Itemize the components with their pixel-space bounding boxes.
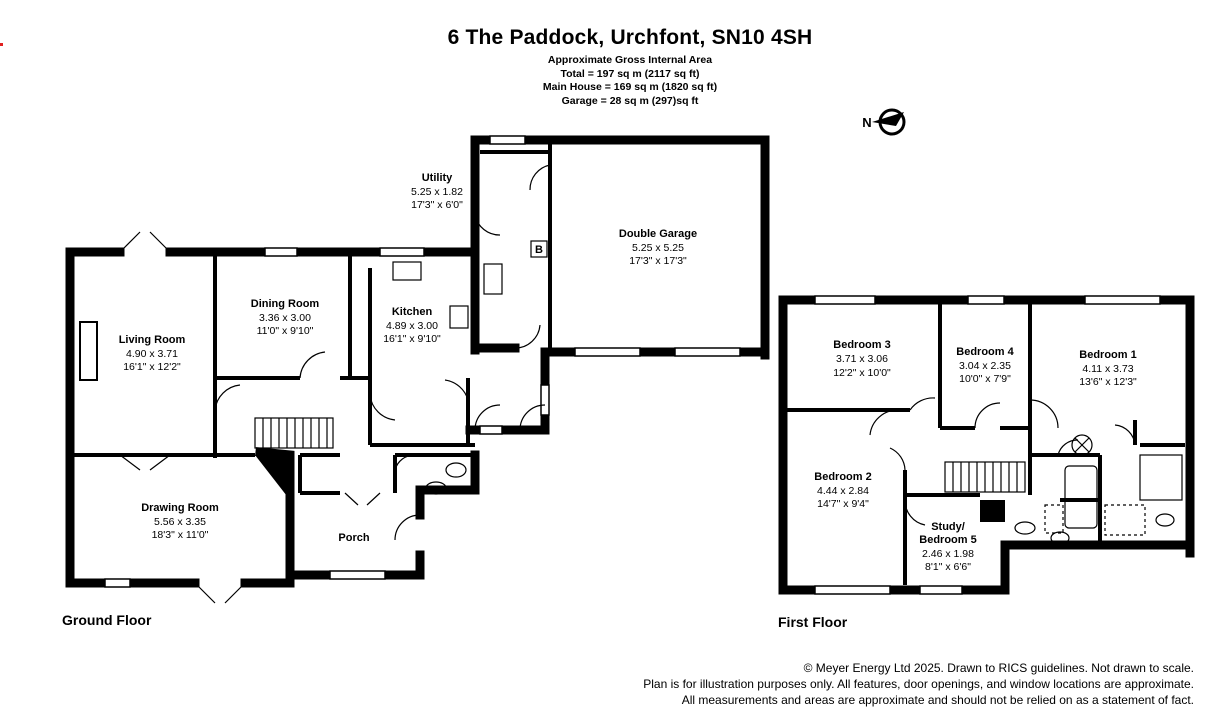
first-stairs	[944, 461, 1026, 493]
first-fill-block	[980, 500, 1005, 522]
room-imperial: 17'3" x 17'3"	[629, 255, 687, 267]
room-bedroom2: Bedroom 2 4.44 x 2.84 14'7" x 9'4"	[814, 471, 871, 510]
room-name: Double Garage	[619, 228, 697, 240]
boiler-label: B	[535, 244, 543, 256]
room-bedroom1: Bedroom 1 4.11 x 3.73 13'6" x 12'3"	[1079, 349, 1137, 388]
room-metric: 3.36 x 3.00	[259, 312, 311, 324]
footer-disclaimer: © Meyer Energy Ltd 2025. Drawn to RICS g…	[643, 660, 1194, 708]
room-name: Dining Room	[251, 298, 320, 310]
room-dining-room: Dining Room 3.36 x 3.00 11'0" x 9'10"	[251, 298, 320, 337]
room-name: Bedroom 4	[956, 346, 1014, 358]
ground-fixtures	[392, 240, 548, 495]
room-imperial: 13'6" x 12'3"	[1079, 376, 1137, 388]
room-name-2: Bedroom 5	[919, 534, 976, 546]
room-utility: Utility 5.25 x 1.82 17'3" x 6'0"	[411, 172, 463, 211]
area-total: Total = 197 sq m (2117 sq ft)	[560, 67, 700, 80]
room-bedroom3: Bedroom 3 3.71 x 3.06 12'2" x 10'0"	[833, 339, 891, 379]
room-name: Porch	[338, 532, 369, 544]
room-metric: 2.46 x 1.98	[922, 548, 974, 560]
area-summary: Approximate Gross Internal Area Total = …	[0, 54, 1210, 108]
room-name: Drawing Room	[141, 502, 219, 514]
north-arrow-icon: N	[862, 108, 906, 136]
room-metric: 3.04 x 2.35	[959, 360, 1011, 372]
room-imperial: 14'7" x 9'4"	[817, 498, 869, 510]
first-fixtures	[1014, 434, 1183, 545]
page-title: 6 The Paddock, Urchfont, SN10 4SH	[447, 26, 813, 49]
area-heading: Approximate Gross Internal Area	[547, 54, 713, 66]
ground-windows	[79, 135, 741, 588]
north-label: N	[862, 115, 871, 130]
first-floor-label: First Floor	[778, 614, 848, 630]
room-metric: 4.90 x 3.71	[126, 348, 178, 360]
room-metric: 4.89 x 3.00	[386, 320, 438, 332]
ground-floor-label: Ground Floor	[62, 612, 152, 628]
room-kitchen: Kitchen 4.89 x 3.00 16'1" x 9'10"	[383, 306, 441, 345]
room-imperial: 11'0" x 9'10"	[257, 325, 314, 337]
area-garage: Garage = 28 sq m (297)sq ft	[561, 94, 699, 107]
room-metric: 5.25 x 5.25	[632, 242, 684, 254]
room-imperial: 12'2" x 10'0"	[833, 367, 891, 379]
room-porch: Porch	[338, 532, 369, 544]
ground-floor-interior-walls	[70, 140, 552, 495]
room-imperial: 16'1" x 9'10"	[383, 333, 441, 345]
room-name: Bedroom 1	[1079, 349, 1136, 361]
room-name: Living Room	[119, 334, 186, 346]
room-name: Bedroom 3	[833, 339, 890, 351]
footer-line-1: © Meyer Energy Ltd 2025. Drawn to RICS g…	[803, 661, 1194, 675]
ground-doors	[119, 164, 551, 604]
room-name: Bedroom 2	[814, 471, 871, 483]
room-bedroom4: Bedroom 4 3.04 x 2.35 10'0" x 7'9"	[956, 346, 1014, 385]
room-metric: 3.71 x 3.06	[836, 353, 888, 365]
room-name: Kitchen	[392, 306, 433, 318]
corner-mark	[0, 43, 3, 46]
room-imperial: 10'0" x 7'9"	[959, 373, 1011, 385]
first-floor-interior-walls	[787, 300, 1185, 585]
room-imperial: 16'1" x 12'2"	[123, 361, 181, 373]
room-double-garage: Double Garage 5.25 x 5.25 17'3" x 17'3"	[619, 228, 697, 267]
ground-fill-block	[255, 455, 290, 500]
room-imperial: 17'3" x 6'0"	[411, 199, 463, 211]
room-living-room: Living Room 4.90 x 3.71 16'1" x 12'2"	[119, 334, 186, 373]
room-metric: 5.25 x 1.82	[411, 186, 463, 198]
room-drawing-room: Drawing Room 5.56 x 3.35 18'3" x 11'0"	[141, 502, 219, 541]
room-name: Study/	[931, 521, 965, 533]
room-imperial: 8'1" x 6'6"	[925, 561, 971, 573]
room-imperial: 18'3" x 11'0"	[152, 529, 209, 541]
footer-line-2: Plan is for illustration purposes only. …	[643, 677, 1194, 691]
ground-stairs	[254, 417, 334, 449]
first-doors	[869, 397, 1136, 526]
room-study: Study/ Bedroom 5 2.46 x 1.98 8'1" x 6'6"	[919, 521, 976, 573]
room-name: Utility	[422, 172, 453, 184]
room-metric: 4.44 x 2.84	[817, 485, 869, 497]
first-windows	[814, 295, 1161, 595]
room-metric: 5.56 x 3.35	[154, 516, 206, 528]
area-main-house: Main House = 169 sq m (1820 sq ft)	[542, 81, 718, 93]
footer-line-3: All measurements and areas are approxima…	[681, 693, 1194, 707]
room-metric: 4.11 x 3.73	[1082, 363, 1133, 375]
